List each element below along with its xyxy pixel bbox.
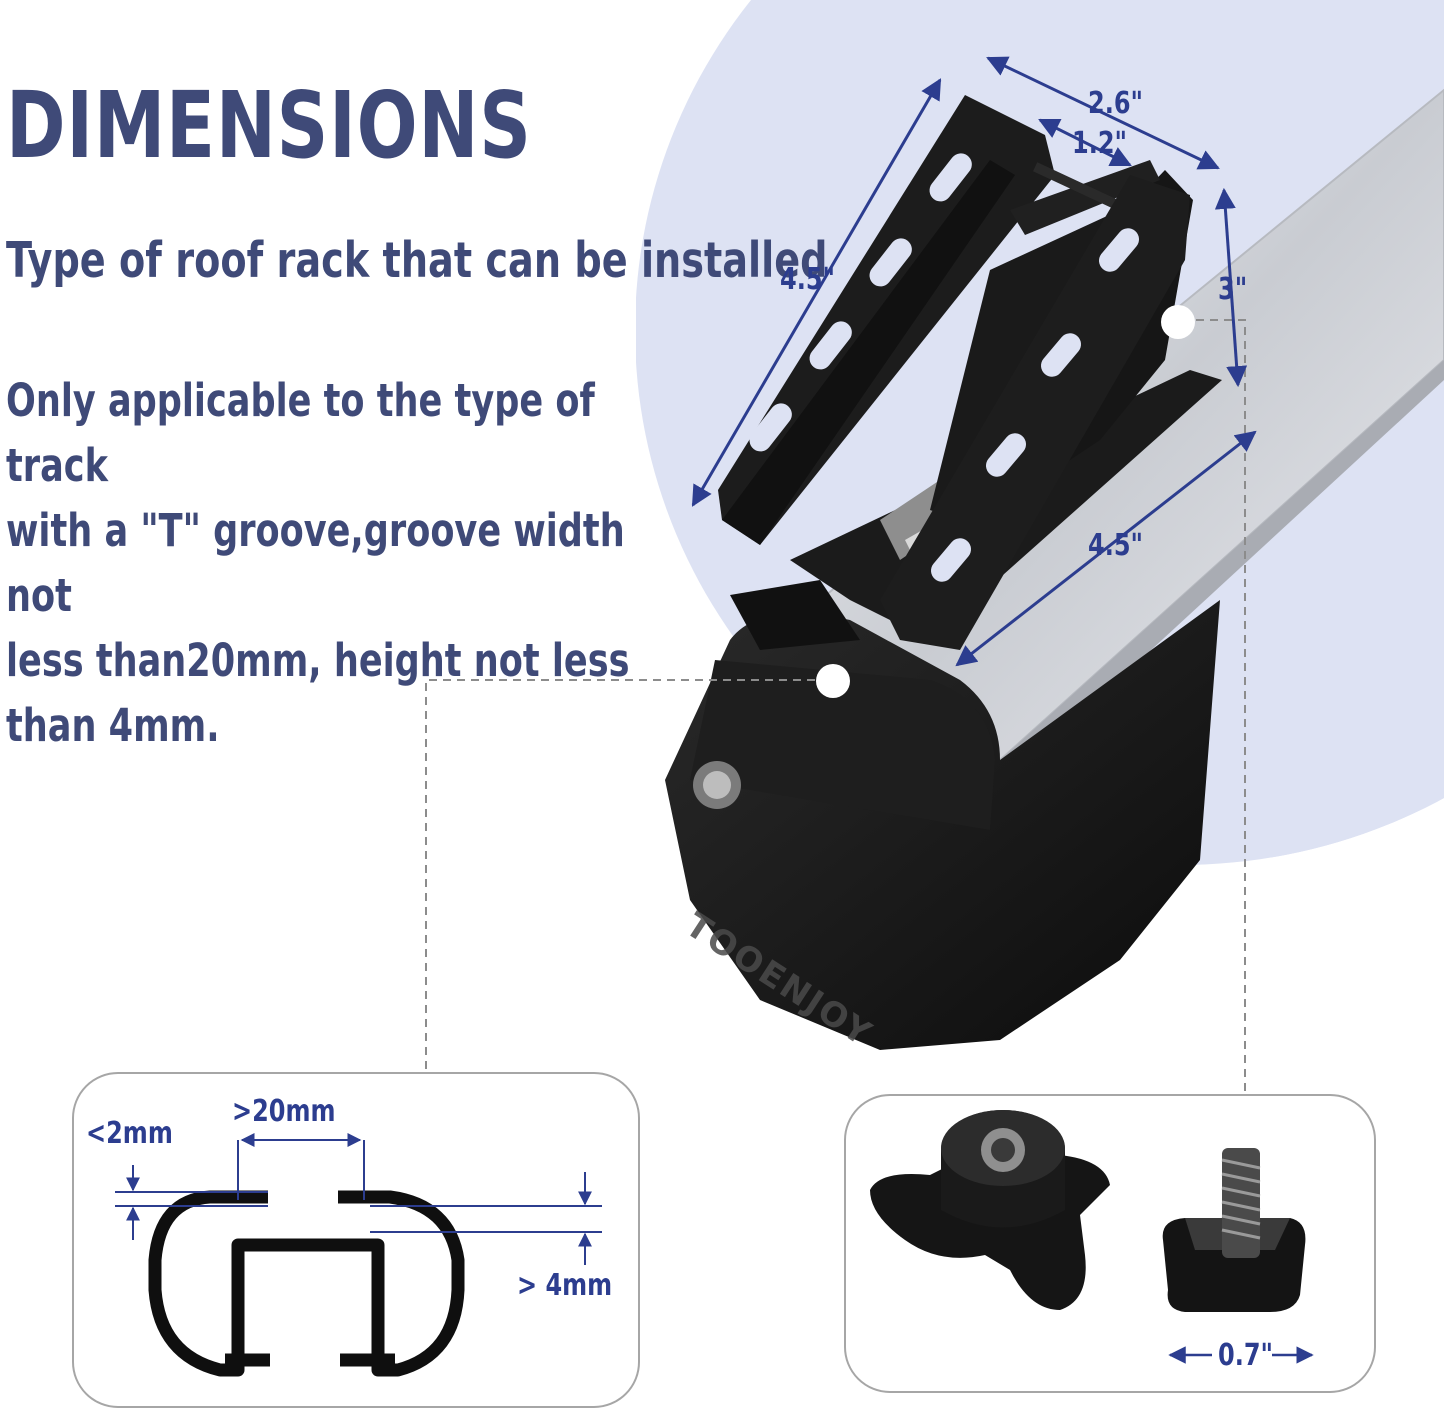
dim-line-3 [1214,187,1248,388]
callout-dot-icon [1161,305,1195,339]
dim-line-4-5-base [955,430,1257,667]
dim-line-4-5-vertical [691,78,942,507]
dimension-bolt-head: 0.7" [1218,1338,1274,1373]
subtitle: Type of roof rack that can be installed [6,232,828,289]
description-line: less than20mm, height not less [6,634,630,687]
three-lobe-knob [870,1110,1110,1310]
dimension-groove-height: > 4mm [517,1268,613,1303]
dimension-bracket-width: 2.6" [1088,86,1144,121]
dim-line-1-2 [1038,118,1132,167]
t-bolt [1162,1148,1306,1312]
dimension-bracket-height: 3" [1218,272,1248,307]
description-line: with a "T" groove,groove width not [6,504,625,622]
dimension-groove-width: >20mm [232,1094,336,1129]
compatibility-description: Only applicable to the type of track wit… [6,368,630,758]
description-line: Only applicable to the type of track [6,374,595,492]
description-line: than 4mm. [6,699,220,752]
callout-dot-icon [816,664,850,698]
dimension-base-length: 4.5" [1088,528,1144,563]
dimension-slot-gap: 1.2" [1072,126,1128,161]
dim-line-2-6 [986,56,1220,170]
dimension-bracket-length: 4.5" [780,262,836,297]
dimension-lip-thickness: <2mm [86,1116,173,1151]
page-title: DIMENSIONS [6,72,532,179]
leader-line-left [425,679,815,1072]
bar-profile-cross-section [148,1190,465,1377]
